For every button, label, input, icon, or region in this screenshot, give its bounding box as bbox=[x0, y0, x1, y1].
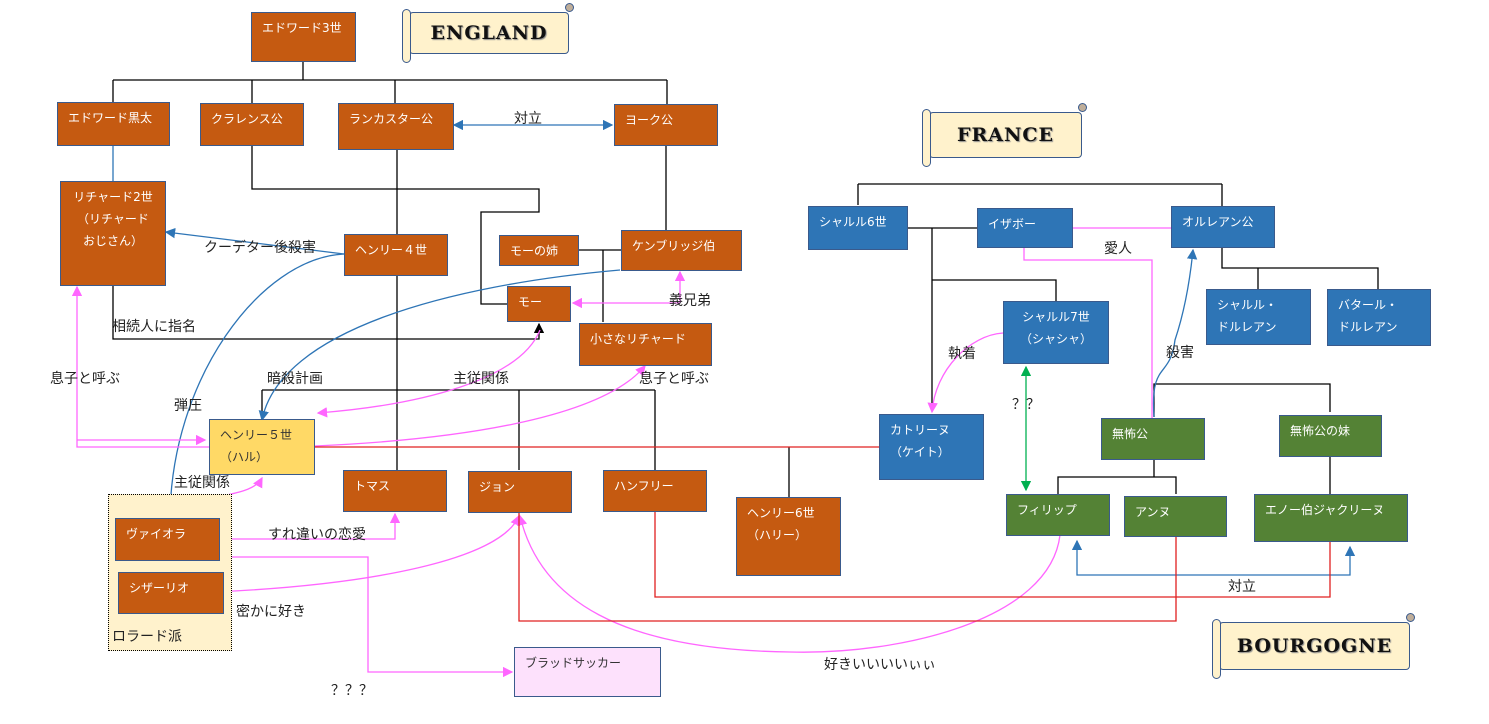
node-orleans[interactable]: オルレアン公 bbox=[1171, 206, 1275, 248]
node-henry5[interactable]: ヘンリー５世 （ハル） bbox=[209, 419, 315, 475]
arrow-conflict-bottom bbox=[1071, 539, 1356, 576]
label-secretly-like: 密かに好き bbox=[236, 604, 306, 620]
arrow-secretly-like bbox=[213, 514, 521, 593]
node-mo[interactable]: モー bbox=[507, 286, 571, 322]
line-mosister-cambridge bbox=[578, 249, 622, 322]
arrow-bloodsucker bbox=[224, 556, 514, 678]
node-charles7[interactable]: シャルル7世 （シャシャ） bbox=[1003, 301, 1109, 364]
line-henry4-children bbox=[261, 276, 656, 470]
node-richard2[interactable]: リチャード2世 （リチャード おじさん） bbox=[60, 181, 166, 286]
line-humphrey-jacqueline bbox=[654, 512, 1331, 598]
node-bloodsucker[interactable]: ブラッドサッカー bbox=[514, 647, 661, 697]
node-jacqueline[interactable]: エノー伯ジャクリーヌ bbox=[1254, 494, 1408, 542]
node-thomas[interactable]: トマス bbox=[343, 470, 447, 512]
node-fearless[interactable]: 無怖公 bbox=[1101, 418, 1205, 460]
node-philippe[interactable]: フィリップ bbox=[1006, 494, 1110, 536]
label-call-son-right: 息子と呼ぶ bbox=[639, 371, 709, 387]
node-anne[interactable]: アンヌ bbox=[1124, 496, 1227, 537]
england-scroll: ENGLAND bbox=[402, 3, 574, 63]
label-conflict-bottom: 対立 bbox=[1228, 579, 1256, 595]
label-question3: ？？？ bbox=[331, 683, 373, 699]
label-brother-in-law: 義兄弟 bbox=[669, 293, 711, 309]
label-lover: 愛人 bbox=[1104, 241, 1132, 257]
label-obsession: 執着 bbox=[948, 346, 976, 362]
node-black-prince[interactable]: エドワード黒太 bbox=[57, 102, 170, 146]
arrow-obsession bbox=[927, 332, 1004, 414]
node-york[interactable]: ヨーク公 bbox=[614, 104, 718, 146]
arrow-assassination bbox=[258, 269, 621, 422]
node-humphrey[interactable]: ハンフリー bbox=[603, 470, 707, 512]
line-clarence-down bbox=[251, 145, 540, 207]
label-conflict-top: 対立 bbox=[514, 111, 542, 127]
node-charles-dorleans[interactable]: シャルル・ ドルレアン bbox=[1206, 289, 1311, 345]
node-catherine[interactable]: カトリーヌ （ケイト） bbox=[879, 414, 984, 480]
node-bastard-dorleans[interactable]: バタール・ ドルレアン bbox=[1327, 289, 1431, 346]
node-henry6[interactable]: ヘンリー6世 （ハリー） bbox=[736, 497, 841, 576]
node-lancaster[interactable]: ランカスター公 bbox=[338, 103, 454, 150]
node-viola[interactable]: ヴァイオラ bbox=[115, 518, 220, 561]
line-edward3-children bbox=[112, 61, 668, 104]
node-cesario[interactable]: シザーリオ bbox=[118, 572, 224, 614]
label-suppression: 弾圧 bbox=[174, 398, 202, 414]
node-john[interactable]: ジョン bbox=[468, 471, 572, 513]
label-call-son-left: 息子と呼ぶ bbox=[50, 371, 120, 387]
line-orleans-children bbox=[1221, 248, 1379, 290]
arrow-call-son-left bbox=[71, 285, 260, 448]
label-love-long: 好きいいいいぃぃ bbox=[824, 657, 936, 673]
france-scroll: FRANCE bbox=[922, 103, 1087, 167]
line-mo bbox=[480, 207, 540, 305]
label-named-heir: 相続人に指名 bbox=[112, 319, 196, 335]
label-murder: 殺害 bbox=[1166, 345, 1194, 361]
line-charles6-isabeau bbox=[908, 227, 1057, 410]
label-crossed-love: すれ違いの恋愛 bbox=[268, 527, 366, 543]
node-edward3[interactable]: エドワード3世 bbox=[251, 12, 356, 62]
england-title: ENGLAND bbox=[430, 22, 548, 44]
label-master-servant-low: 主従関係 bbox=[174, 475, 230, 491]
arrow-master-servant-mo bbox=[316, 329, 541, 418]
node-henry4[interactable]: ヘンリー４世 bbox=[344, 234, 448, 276]
bourgogne-title: BOURGOGNE bbox=[1236, 635, 1393, 657]
arrow-coup-kill bbox=[164, 227, 345, 255]
node-clarence[interactable]: クラレンス公 bbox=[200, 103, 304, 146]
node-fearless-sister[interactable]: 無怖公の妹 bbox=[1279, 415, 1382, 457]
label-master-servant-mid: 主従関係 bbox=[453, 371, 509, 387]
node-charles6[interactable]: シャルル6世 bbox=[808, 206, 908, 250]
lollard-group-label: ロラード派 bbox=[112, 629, 182, 645]
label-coup-kill: クーデター後殺害 bbox=[204, 240, 316, 256]
node-mo-sister[interactable]: モーの姉 bbox=[499, 235, 579, 266]
node-cambridge[interactable]: ケンブリッジ伯 bbox=[621, 230, 742, 271]
arrow-murder bbox=[1152, 248, 1198, 418]
node-little-richard[interactable]: 小さなリチャード bbox=[579, 323, 712, 366]
node-isabeau[interactable]: イザボー bbox=[977, 208, 1073, 248]
line-john-anne bbox=[518, 512, 1177, 622]
arrow-love-long bbox=[517, 514, 1061, 653]
arrow-crossed-love bbox=[214, 512, 401, 545]
line-fearless-top bbox=[1153, 383, 1331, 417]
label-assassination-plot: 暗殺計画 bbox=[267, 371, 323, 387]
arrow-suppression bbox=[164, 253, 345, 522]
arrow-call-son-right bbox=[314, 365, 646, 447]
line-fearless-children bbox=[1057, 460, 1177, 494]
france-title: FRANCE bbox=[957, 124, 1054, 146]
line-france-top bbox=[857, 183, 1223, 206]
label-question2: ？？ bbox=[1012, 397, 1040, 413]
bourgogne-scroll: BOURGOGNE bbox=[1212, 613, 1415, 679]
